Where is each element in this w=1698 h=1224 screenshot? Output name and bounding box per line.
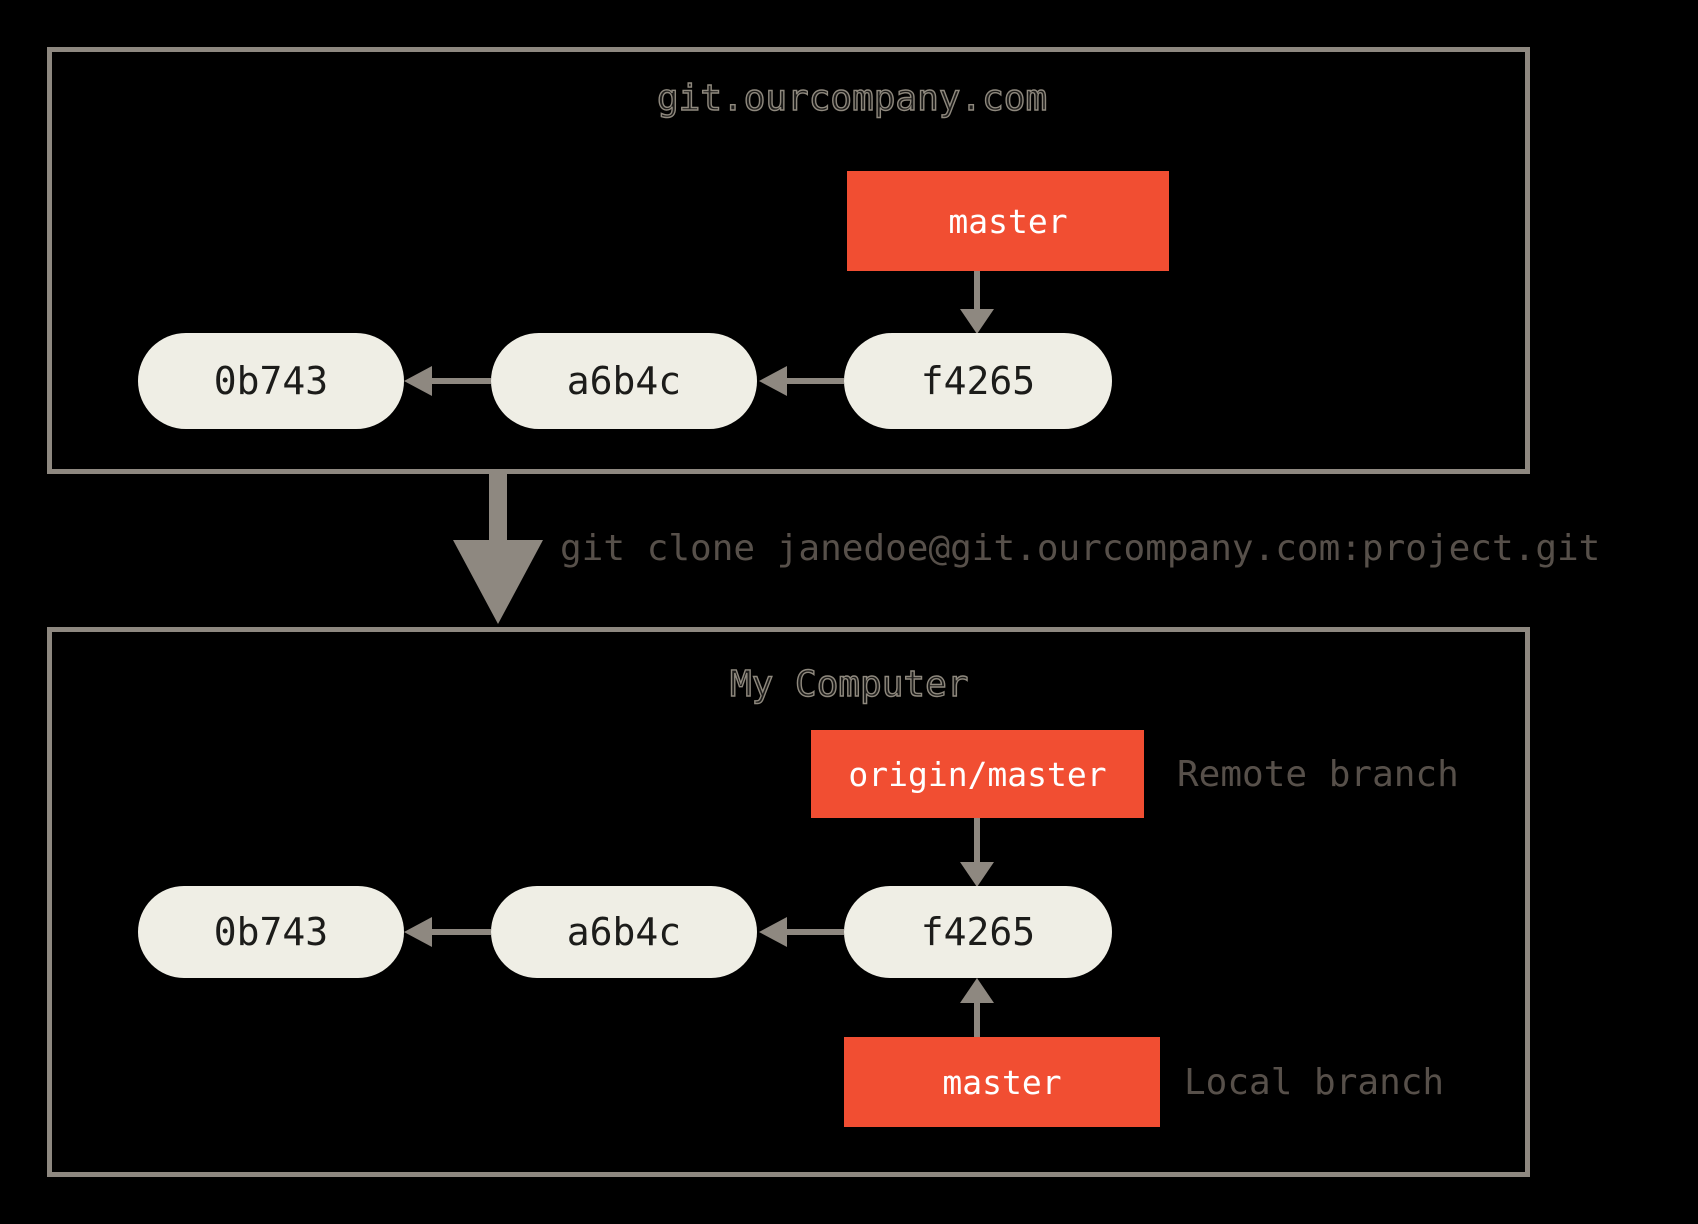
commit-id: a6b4c [566, 359, 682, 403]
server-master-branch-box: master [847, 171, 1169, 271]
commit-id: f4265 [920, 359, 1036, 403]
clone-command-text: git clone janedoe@git.ourcompany.com:pro… [560, 528, 1601, 569]
server-commit-a6b4c: a6b4c [491, 333, 757, 429]
my-computer-title: My Computer [729, 663, 969, 705]
remote-branch-annotation: Remote branch [1177, 754, 1459, 795]
commit-id: 0b743 [213, 910, 329, 954]
local-commit-0b743: 0b743 [138, 886, 404, 978]
server-repo-title: git.ourcompany.com [656, 77, 1048, 119]
local-branch-annotation: Local branch [1184, 1062, 1445, 1103]
server-repo-box [47, 47, 1530, 474]
local-commit-f4265: f4265 [844, 886, 1112, 978]
commit-id: 0b743 [213, 359, 329, 403]
local-master-branch-label: master [942, 1062, 1062, 1102]
origin-master-branch-box: origin/master [811, 730, 1144, 818]
server-master-branch-label: master [948, 201, 1068, 241]
my-computer-box [47, 627, 1530, 1177]
server-commit-f4265: f4265 [844, 333, 1112, 429]
server-commit-0b743: 0b743 [138, 333, 404, 429]
commit-id: a6b4c [566, 910, 682, 954]
commit-id: f4265 [920, 910, 1036, 954]
local-master-branch-box: master [844, 1037, 1160, 1127]
origin-master-branch-label: origin/master [848, 754, 1107, 794]
local-commit-a6b4c: a6b4c [491, 886, 757, 978]
